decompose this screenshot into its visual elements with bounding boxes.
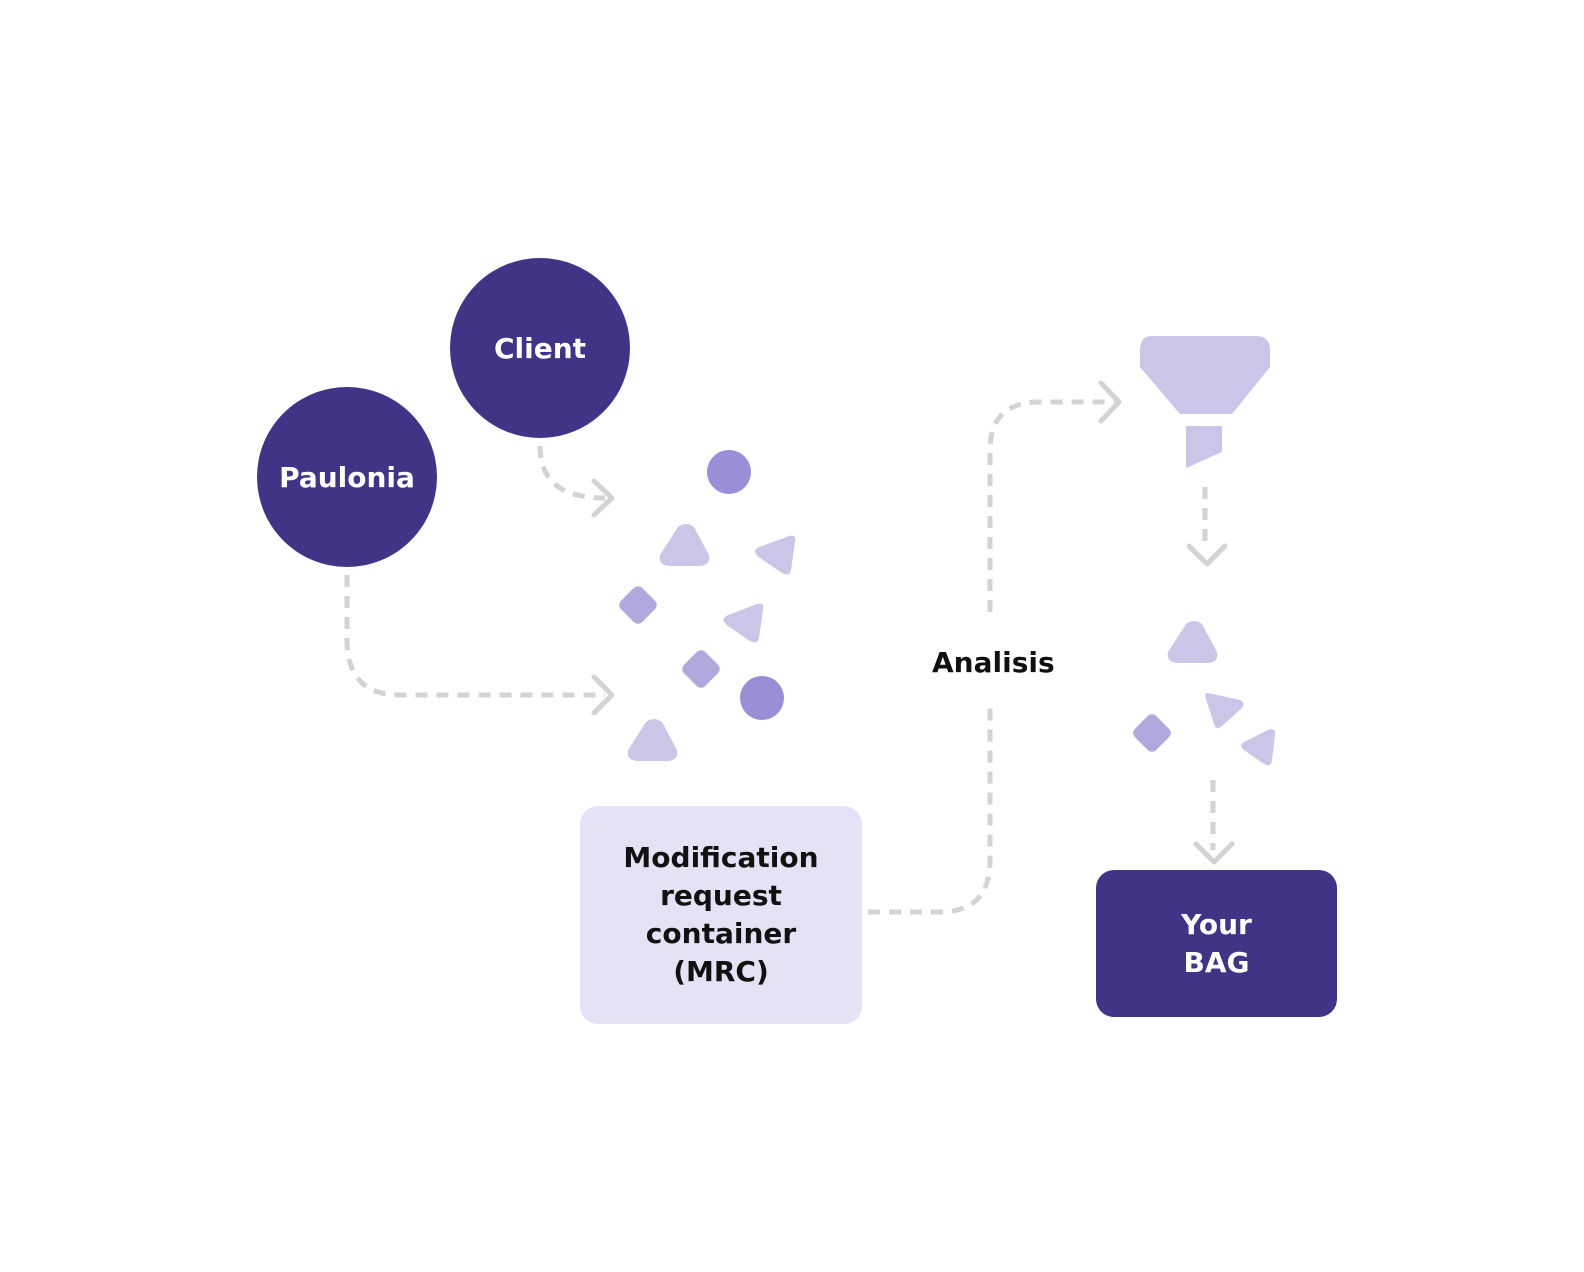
mrc-label: Modification request container (MRC) xyxy=(623,839,818,991)
funnel-icon xyxy=(1140,336,1270,468)
bag-box: Your BAG xyxy=(1096,870,1337,1017)
connector-client-to-items xyxy=(537,445,606,501)
mrc-label-line: container xyxy=(645,917,797,950)
triangle-shape xyxy=(1205,692,1244,729)
paulonia-node: Paulonia xyxy=(257,387,437,567)
arrowhead-client xyxy=(591,478,615,518)
connector-paulonia-to-items xyxy=(344,575,605,698)
connector-analysis-to-filter xyxy=(987,399,1115,612)
analysis-label: Analisis xyxy=(932,646,1055,679)
mrc-label-line: request xyxy=(660,879,782,912)
paulonia-label: Paulonia xyxy=(279,460,415,494)
arrowhead-filter-out xyxy=(1186,543,1228,567)
circle-shape xyxy=(707,450,751,494)
diamond-shape xyxy=(682,650,720,688)
mrc-label-line: Modification xyxy=(623,841,819,874)
triangle-shape xyxy=(755,535,796,575)
arrowhead-bag xyxy=(1193,841,1235,865)
circle-shape xyxy=(740,676,784,720)
bag-label-line: BAG xyxy=(1183,945,1250,979)
arrowhead-filter-in xyxy=(1098,380,1122,424)
triangle-shape xyxy=(627,719,678,761)
mrc-label-line: (MRC) xyxy=(673,955,769,988)
diamond-shape xyxy=(619,586,657,624)
bag-label-line: Your xyxy=(1181,907,1252,941)
triangle-shape xyxy=(723,603,764,643)
client-node: Client xyxy=(450,258,630,438)
triangle-shape xyxy=(1241,729,1276,766)
client-label: Client xyxy=(493,331,587,365)
triangle-shape xyxy=(659,524,710,566)
mrc-box: Modification request container (MRC) xyxy=(580,806,862,1024)
triangle-shape xyxy=(1167,621,1218,663)
arrowhead-paulonia xyxy=(591,674,615,716)
connector-mrc-to-analysis xyxy=(868,700,993,915)
diamond-shape xyxy=(1133,714,1171,752)
bag-label: Your BAG xyxy=(1181,906,1252,982)
